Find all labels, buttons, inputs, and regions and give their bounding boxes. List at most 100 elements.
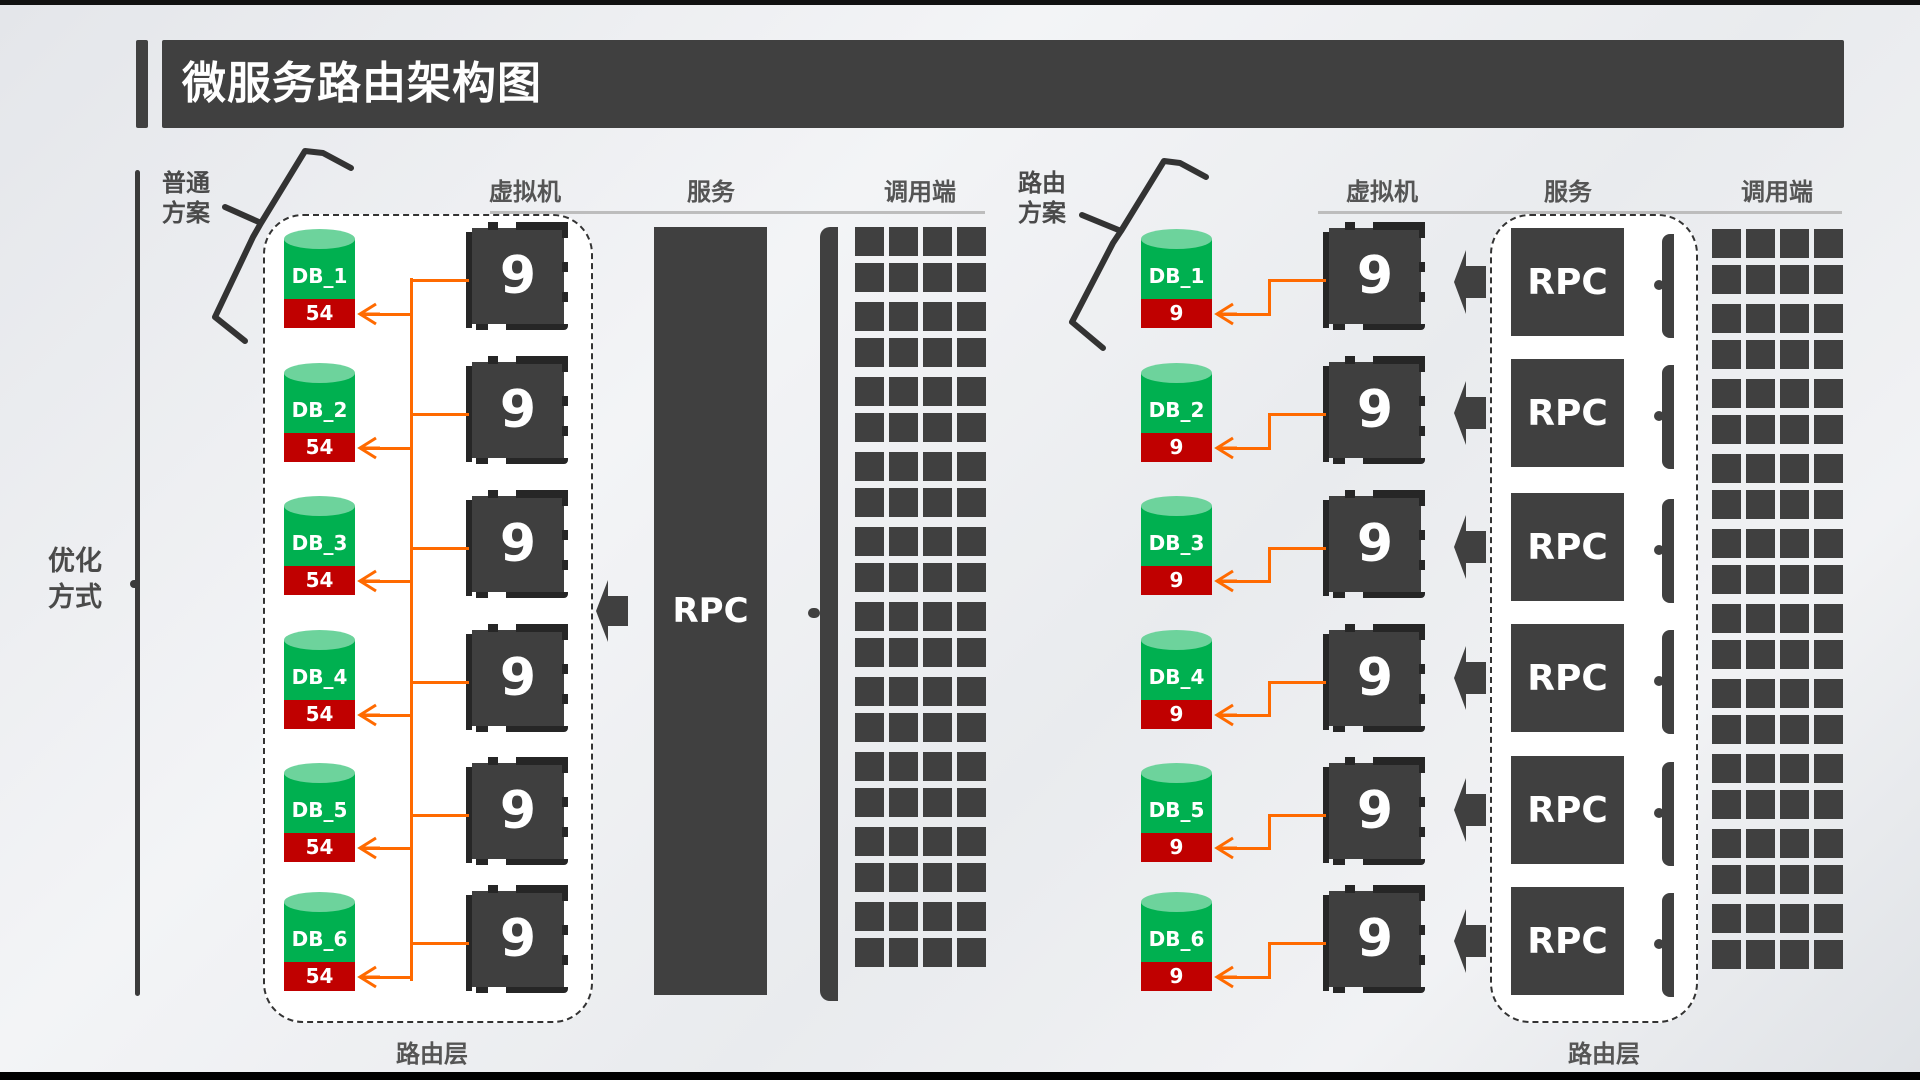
optimization-label: 优化 方式 [48,544,102,616]
right-db-connector [1217,580,1271,583]
caller-cell [1746,754,1775,783]
db-count: 9 [1141,566,1212,595]
left-header-service: 服务 [687,178,735,206]
caller-cell [957,602,986,631]
right-rpc-arrow-icon [1454,909,1486,973]
optimization-label-line2: 方式 [48,582,102,613]
caller-cell [1712,379,1741,408]
caller-cell [1712,415,1741,444]
right-connector-vertical [1268,547,1271,583]
right-db-connector [1217,847,1271,850]
caller-cell [1814,454,1843,483]
caller-cell [1712,715,1741,744]
caller-cell [1746,340,1775,369]
db-name: DB_5 [284,773,355,833]
vm-count: 9 [472,763,564,859]
db-name: DB_6 [284,902,355,962]
caller-cell [923,713,952,742]
caller-cell [889,602,918,631]
caller-cell [957,488,986,517]
page-title: 微服务路由架构图 [182,58,542,109]
left-db-1: DB_1 54 [284,229,355,328]
caller-cell [923,227,952,256]
right-db-connector [1217,313,1271,316]
caller-cell [1746,304,1775,333]
right-vm-connector [1268,279,1326,282]
vm-count: 9 [472,228,564,324]
left-db-3: DB_3 54 [284,496,355,595]
vm-count: 9 [1329,891,1421,987]
rpc-label: RPC [1527,392,1608,434]
right-vm-3: 9 [1323,490,1425,598]
caller-cell [1780,529,1809,558]
right-caller-bracket-2 [1662,365,1674,469]
left-vm-2: 9 [466,356,568,464]
caller-cell [1780,304,1809,333]
caller-cell [1746,229,1775,258]
rpc-label: RPC [1527,789,1608,831]
caller-cell [889,938,918,967]
caller-cell [889,338,918,367]
caller-cell [1780,379,1809,408]
left-db-connector [360,447,412,450]
caller-cell [889,677,918,706]
caller-cell [889,452,918,481]
left-caller-bracket-nub [808,608,820,618]
right-caller-bracket-1 [1662,234,1674,338]
db-count: 54 [284,299,355,328]
left-db-6: DB_6 54 [284,892,355,991]
left-caller-bracket [820,227,838,1001]
caller-cell [1814,229,1843,258]
right-arrow-icon [1214,569,1237,593]
left-vm-connector [411,942,469,945]
vm-count: 9 [1329,763,1421,859]
caller-cell [1814,754,1843,783]
caller-cell [1746,940,1775,969]
caller-cell [1712,265,1741,294]
left-rpc-service: RPC [654,227,767,995]
caller-cell [1814,829,1843,858]
right-scheme-line1: 路由 [1018,169,1066,197]
db-name: DB_4 [1141,640,1212,700]
vm-count: 9 [1329,228,1421,324]
left-arrow-icon [357,302,380,326]
caller-cell [1746,529,1775,558]
right-connector-vertical [1268,681,1271,717]
caller-cell [1746,265,1775,294]
caller-cell [855,788,884,817]
right-caller-bracket-nub [1654,808,1664,818]
caller-cell [957,452,986,481]
left-arrow-icon [357,703,380,727]
right-db-connector [1217,714,1271,717]
db-count: 54 [284,433,355,462]
right-rpc-service-5: RPC [1511,756,1624,864]
caller-cell [1814,679,1843,708]
caller-cell [923,488,952,517]
caller-cell [855,827,884,856]
right-rpc-service-4: RPC [1511,624,1624,732]
left-vm-connector [411,413,469,416]
caller-cell [1712,754,1741,783]
right-vm-5: 9 [1323,757,1425,865]
right-db-6: DB_6 9 [1141,892,1212,991]
caller-cell [1746,904,1775,933]
caller-cell [1780,865,1809,894]
db-name: DB_5 [1141,773,1212,833]
caller-cell [1746,715,1775,744]
right-rpc-service-6: RPC [1511,887,1624,995]
db-name: DB_3 [284,506,355,566]
vm-count: 9 [472,362,564,458]
db-name: DB_2 [284,373,355,433]
right-vm-2: 9 [1323,356,1425,464]
right-rpc-arrow-icon [1454,250,1486,314]
db-count: 9 [1141,962,1212,991]
db-count: 54 [284,962,355,991]
left-header-vm: 虚拟机 [489,178,561,206]
left-db-connector [360,714,412,717]
caller-cell [1712,340,1741,369]
caller-cell [855,338,884,367]
caller-cell [957,302,986,331]
left-db-connector [360,976,412,979]
caller-cell [855,563,884,592]
caller-cell [855,902,884,931]
